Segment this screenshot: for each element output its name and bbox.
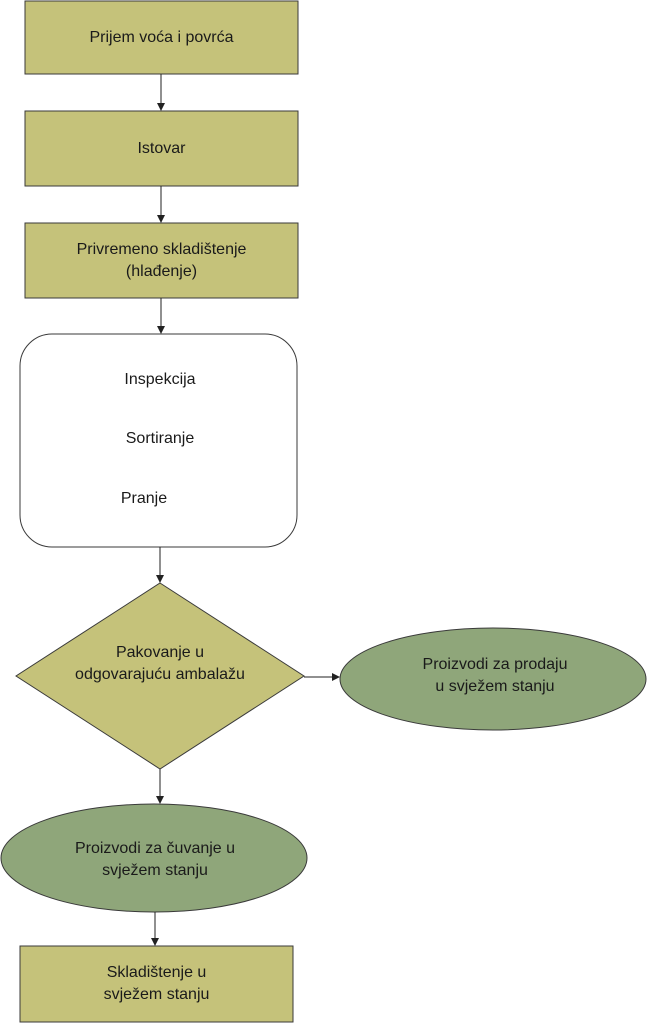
inspection-text: Inspekcija	[124, 371, 196, 388]
temp-storage-text-line2: (hlađenje)	[125, 262, 198, 280]
temp-storage-text-line1: Privremeno skladištenje	[76, 240, 247, 258]
fresh-keep-label: Proizvodi za čuvanje u svježem stanju	[20, 836, 290, 884]
receipt-text: Prijem voća i povrća	[89, 28, 234, 46]
temp-storage-box	[24, 222, 299, 299]
final-storage-text-line2: svježem stanju	[103, 986, 210, 1003]
sorting-label: Sortiranje	[60, 427, 260, 451]
receipt-label: Prijem voća i povrća	[25, 1, 298, 74]
inspection-label: Inspekcija	[60, 368, 260, 392]
fresh-keep-ellipse	[0, 803, 308, 913]
unloading-box	[24, 110, 299, 187]
washing-label: Pranje	[44, 487, 244, 511]
temp-storage-label: Privremeno skladištenje (hlađenje)	[25, 223, 298, 298]
washing-text: Pranje	[120, 490, 168, 507]
final-storage-box	[19, 945, 294, 1023]
packaging-label: Pakovanje u odgovarajuću ambalažu	[40, 636, 280, 692]
fresh-sale-text-line1: Proizvodi za prodaju	[422, 656, 568, 673]
sorting-text: Sortiranje	[125, 430, 195, 447]
processing-box	[19, 333, 298, 548]
unloading-text: Istovar	[137, 139, 186, 157]
packaging-text-line1: Pakovanje u	[115, 644, 205, 661]
final-storage-label: Skladištenje u svježem stanju	[20, 960, 293, 1008]
fresh-keep-text-line1: Proizvodi za čuvanje u	[74, 840, 236, 857]
fresh-sale-ellipse	[339, 627, 647, 731]
packaging-text-line2: odgovarajuću ambalažu	[75, 666, 245, 683]
fresh-keep-text-line2: svježem stanju	[102, 862, 208, 879]
final-storage-text-line1: Skladištenje u	[106, 964, 207, 981]
unloading-label: Istovar	[25, 111, 298, 186]
fresh-sale-text-line2: u svježem stanju	[435, 678, 555, 695]
fresh-sale-label: Proizvodi za prodaju u svježem stanju	[360, 652, 630, 700]
receipt-box	[24, 0, 299, 75]
